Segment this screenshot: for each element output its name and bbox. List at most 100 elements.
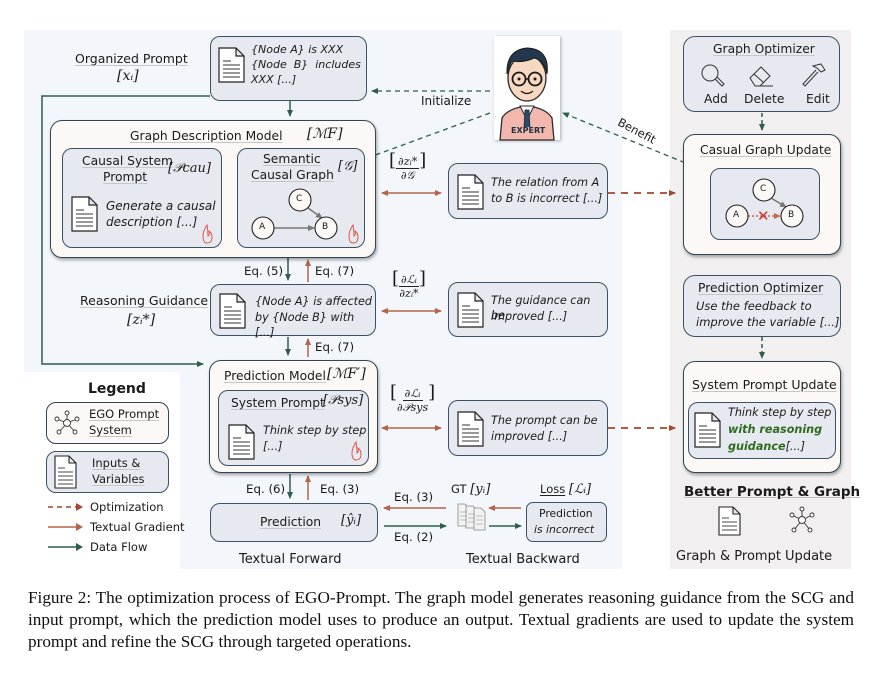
organized-prompt-label: Organized Prompt	[75, 51, 188, 66]
document-icon	[218, 47, 245, 83]
legend-system-swatch: EGO Prompt System	[46, 402, 169, 444]
prediction-optimizer-line-2: improve the variable [...]	[696, 315, 840, 329]
organized-prompt-line-1: {Node A} is XXX	[251, 43, 344, 56]
graph-node-a	[251, 216, 275, 240]
document-icon	[54, 455, 77, 489]
legend-dataflow-label: Data Flow	[90, 540, 148, 554]
graph-edge-c-b	[307, 207, 323, 219]
eq5-label: Eq. (5)	[244, 264, 284, 278]
loss-label: Loss [ℒᵢ]	[540, 482, 591, 497]
loss-box: Prediction is incorrect	[526, 502, 607, 542]
prediction-optimizer-title: Prediction Optimizer	[698, 281, 824, 295]
semantic-causal-graph: Semantic Causal Graph [𝒢] C A B	[237, 148, 365, 248]
document-icon	[219, 293, 246, 329]
data-flow-prompt-to-prediction	[41, 95, 210, 367]
expert-badge: EXPERT	[511, 126, 546, 135]
network-icon	[789, 506, 815, 533]
document-icon	[228, 424, 255, 460]
document-icon	[457, 411, 484, 447]
updated-prompt-line-1: Think step by step	[728, 406, 832, 419]
reasoning-guidance-label: Reasoning Guidance	[80, 293, 209, 308]
gradient-guidance-num: ∂ℒᵢ	[399, 273, 419, 287]
graph-description-model: Graph Description Model [ℳF] Causal Syst…	[50, 120, 376, 258]
organized-prompt-line-3: XXX [...]	[251, 73, 297, 86]
guidance-feedback-line-2: improved [...]	[491, 310, 568, 323]
eq6-label: Eq. (6)	[246, 482, 286, 496]
prediction-label: Prediction	[260, 515, 322, 529]
updated-prompt-box: Think step by step with reasoning guidan…	[688, 402, 836, 459]
graph-node-c-label: C	[296, 194, 303, 204]
updated-graph-diagram: ✕	[725, 178, 804, 228]
eq7-upper-label: Eq. (7)	[315, 264, 355, 278]
reasoning-guidance-line-1: {Node A} is affected	[255, 295, 373, 308]
updated-prompt-line-3: guidance[...]	[728, 439, 805, 454]
prediction-symbol: [ŷᵢ]	[341, 513, 362, 528]
system-prompt-symbol: [𝒫sys]	[323, 393, 364, 408]
updated-node-b-label: B	[788, 210, 795, 220]
remove-x-icon: ✕	[757, 207, 770, 225]
document-icon	[457, 174, 484, 210]
network-icon	[54, 410, 80, 435]
graph-optimizer: Graph Optimizer Add Delete Edit	[683, 36, 840, 112]
expert-to-graph-arrow	[369, 112, 491, 158]
figure-caption: Figure 2: The optimization process of EG…	[28, 588, 854, 651]
graph-optimizer-title: Graph Optimizer	[713, 42, 815, 56]
causal-system-prompt-symbol: [𝒫cau]	[168, 161, 211, 176]
system-prompt-line-1: Think step by step	[263, 424, 367, 437]
system-prompt-update-title: System Prompt Update	[692, 377, 837, 392]
causal-graph-update: Casual Graph Update ✕ C A B	[683, 134, 841, 255]
ground-truth-text: GT	[451, 482, 467, 496]
legend-optimization-label: Optimization	[90, 500, 164, 514]
graph-node-c	[288, 188, 312, 212]
document-icon	[694, 412, 721, 448]
causal-graph-update-title: Casual Graph Update	[700, 143, 832, 157]
loss-text: Loss	[540, 482, 566, 496]
graph-model-title: Graph Description Model	[130, 129, 283, 143]
reasoning-guidance-line-2: by {Node B} with [...]	[255, 311, 355, 339]
flame-icon	[351, 440, 362, 461]
updated-prompt-highlight-1: with reasoning	[728, 423, 823, 436]
better-title: Better Prompt & Graph	[684, 484, 861, 500]
graph-optimizer-delete: Delete	[744, 92, 785, 106]
causal-system-prompt-line-1: Generate a causal	[106, 199, 216, 213]
expert-avatar: EXPERT	[494, 36, 560, 141]
updated-node-c-label: C	[760, 184, 767, 194]
eq7-lower-label: Eq. (7)	[315, 340, 355, 354]
prompt-feedback-box: The prompt can be improved [...]	[448, 400, 608, 456]
reasoning-guidance-symbol: [zᵢ*]	[127, 312, 156, 328]
legend-title: Legend	[88, 381, 146, 397]
prompt-feedback-line-2: improved [...]	[491, 430, 568, 443]
ground-truth-label: GT [yᵢ]	[451, 482, 490, 497]
updated-prompt-highlight-2: guidance	[728, 440, 786, 453]
hammer-icon	[802, 63, 826, 87]
document-icon	[457, 292, 484, 328]
gradient-prompt-num: ∂ℒᵢ	[402, 387, 423, 401]
graph-node-b	[314, 216, 338, 240]
causal-system-prompt: Causal System Prompt [𝒫cau] Generate a c…	[62, 148, 222, 248]
graph-optimizer-add: Add	[704, 92, 728, 106]
expert-icon	[499, 47, 555, 141]
system-prompt-line-2: [...]	[263, 440, 283, 453]
prediction-optimizer: Prediction Optimizer Use the feedback to…	[683, 275, 841, 337]
system-prompt: System Prompt [𝒫sys] Think step by step …	[218, 390, 369, 466]
prediction-box: Prediction [ŷᵢ]	[210, 503, 378, 542]
flame-icon	[202, 223, 213, 244]
eq2-label: Eq. (2)	[394, 530, 434, 544]
updated-node-a	[725, 204, 749, 228]
reasoning-guidance-box: {Node A} is affected by {Node B} with [.…	[210, 284, 376, 339]
system-prompt-update: System Prompt Update Think step by step …	[683, 361, 841, 473]
causal-system-prompt-title-1: Causal System	[82, 154, 174, 168]
prediction-model: Prediction Model [ℳF′] System Prompt [𝒫s…	[209, 360, 378, 473]
graph-feedback-line-2: to B is incorrect [...]	[491, 192, 603, 205]
gradient-guidance-den: ∂zᵢ*	[399, 287, 419, 300]
prompt-feedback-line-1: The prompt can be	[491, 414, 598, 427]
prediction-model-symbol: [ℳF′]	[327, 366, 366, 382]
organized-prompt-line-2: {Node B} includes	[251, 58, 361, 71]
legend: Legend EGO Prompt System Inputs & Variab…	[24, 372, 185, 569]
gradient-prompt-formula: [∂ℒᵢ∂𝒫sys]	[390, 382, 436, 414]
textual-forward-label: Textual Forward	[239, 552, 342, 567]
organized-prompt-symbol: [xᵢ]	[117, 68, 139, 84]
updated-prompt-tail: [...]	[785, 440, 805, 453]
legend-variable-label-1: Inputs &	[92, 456, 141, 470]
